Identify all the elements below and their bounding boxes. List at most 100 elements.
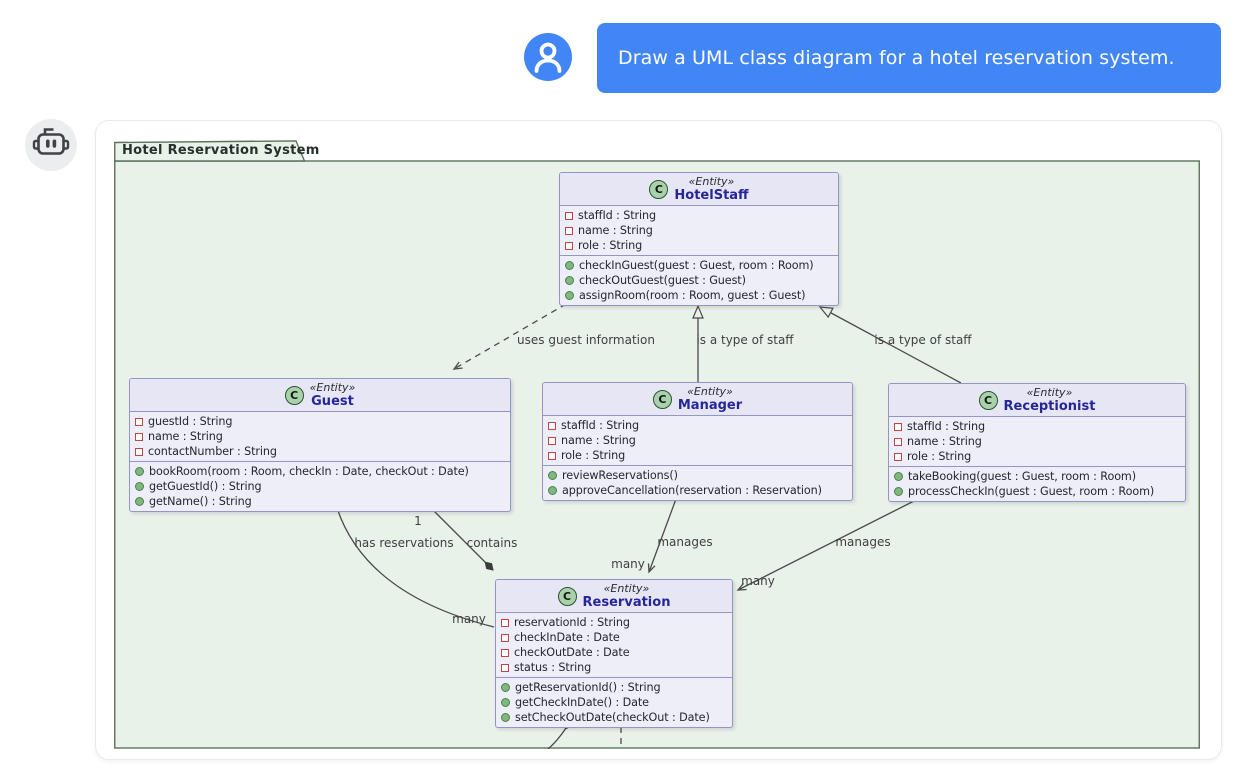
- class-box-reservation: C «Entity» Reservation reservationId : S…: [495, 579, 733, 728]
- class-stereotype: «Entity»: [1026, 386, 1073, 399]
- edge-label-manages-manager: manages: [657, 535, 713, 549]
- uml-frame: many Reservation --> many Reservation --…: [114, 140, 1200, 749]
- member-text: name : String: [578, 224, 653, 237]
- member-text: role : String: [578, 239, 643, 252]
- attribute-row: staffId : String: [560, 208, 838, 223]
- private-field-icon: [565, 211, 573, 220]
- method-row: setCheckOutDate(checkOut : Date): [496, 710, 732, 725]
- private-field-icon: [894, 452, 902, 461]
- attribute-row: name : String: [130, 429, 510, 444]
- attribute-row: staffId : String: [889, 419, 1185, 434]
- edge-receptionist-is-staff: [818, 306, 962, 384]
- member-text: contactNumber : String: [148, 445, 277, 458]
- member-text: status : String: [514, 661, 592, 674]
- class-box-receptionist: C «Entity» Receptionist staffId : String…: [888, 383, 1186, 502]
- class-name: Reservation: [582, 595, 671, 610]
- edge-multiplicity-one: 1: [414, 514, 422, 528]
- method-row: assignRoom(room : Room, guest : Guest): [560, 288, 838, 303]
- methods-section: bookRoom(room : Room, checkIn : Date, ch…: [130, 462, 510, 511]
- frame-tab: [114, 140, 306, 162]
- private-field-icon: [135, 447, 143, 456]
- member-text: reviewReservations(): [562, 469, 678, 482]
- class-name: HotelStaff: [674, 188, 749, 203]
- public-method-icon: [565, 276, 574, 285]
- methods-section: takeBooking(guest : Guest, room : Room) p…: [889, 467, 1185, 501]
- class-stereotype: «Entity»: [688, 175, 735, 188]
- edge-contains: [430, 507, 494, 571]
- class-circle-icon: C: [649, 179, 669, 199]
- attribute-row: reservationId : String: [496, 615, 732, 630]
- attribute-row: role : String: [889, 449, 1185, 464]
- class-header: C «Entity» HotelStaff: [560, 173, 838, 206]
- private-field-icon: [565, 241, 573, 250]
- member-text: getCheckInDate() : Date: [515, 696, 649, 709]
- public-method-icon: [548, 486, 557, 495]
- member-text: processCheckIn(guest : Guest, room : Roo…: [908, 485, 1155, 498]
- user-avatar: [524, 33, 572, 81]
- private-field-icon: [548, 421, 556, 430]
- method-row: bookRoom(room : Room, checkIn : Date, ch…: [130, 464, 510, 479]
- method-row: reviewReservations(): [543, 468, 852, 483]
- class-header: C «Entity» Guest: [130, 379, 510, 412]
- member-text: getReservationId() : String: [515, 681, 661, 694]
- member-text: setCheckOutDate(checkOut : Date): [515, 711, 710, 724]
- class-header: C «Entity» Manager: [543, 383, 852, 416]
- class-name: Manager: [677, 398, 743, 413]
- member-text: name : String: [907, 435, 982, 448]
- member-text: staffId : String: [907, 420, 986, 433]
- class-name: Receptionist: [1003, 399, 1096, 414]
- method-row: getName() : String: [130, 494, 510, 509]
- public-method-icon: [501, 683, 510, 692]
- method-row: takeBooking(guest : Guest, room : Room): [889, 469, 1185, 484]
- public-method-icon: [565, 261, 574, 270]
- assistant-response-card: many Reservation --> many Reservation --…: [95, 120, 1222, 760]
- method-row: getReservationId() : String: [496, 680, 732, 695]
- member-text: assignRoom(room : Room, guest : Guest): [579, 289, 806, 302]
- private-field-icon: [501, 663, 509, 672]
- methods-section: checkInGuest(guest : Guest, room : Room)…: [560, 256, 838, 305]
- class-stereotype: «Entity»: [687, 385, 733, 398]
- user-message-text: Draw a UML class diagram for a hotel res…: [618, 47, 1175, 69]
- member-text: reservationId : String: [514, 616, 630, 629]
- edge-has-reservations: [337, 508, 495, 628]
- attribute-row: name : String: [889, 434, 1185, 449]
- public-method-icon: [135, 482, 144, 491]
- class-header: C «Entity» Reservation: [496, 580, 732, 613]
- member-text: getGuestId() : String: [149, 480, 262, 493]
- edge-label-uses-guest-information: uses guest information: [517, 333, 655, 347]
- edge-receptionist-manages: [738, 498, 919, 590]
- private-field-icon: [565, 226, 573, 235]
- attribute-row: contactNumber : String: [130, 444, 510, 459]
- member-text: approveCancellation(reservation : Reserv…: [562, 484, 822, 497]
- public-method-icon: [135, 467, 144, 476]
- edge-label-is-a-type-of-staff-manager: is a type of staff: [696, 333, 794, 347]
- class-circle-icon: C: [652, 389, 672, 409]
- private-field-icon: [894, 422, 902, 431]
- member-text: takeBooking(guest : Guest, room : Room): [908, 470, 1136, 483]
- private-field-icon: [501, 648, 509, 657]
- methods-section: reviewReservations() approveCancellation(…: [543, 466, 852, 500]
- member-text: checkOutDate : Date: [514, 646, 630, 659]
- private-field-icon: [135, 417, 143, 426]
- member-text: getName() : String: [149, 495, 252, 508]
- attribute-row: status : String: [496, 660, 732, 675]
- frame-title: Hotel Reservation System: [122, 143, 320, 158]
- attribute-row: checkOutDate : Date: [496, 645, 732, 660]
- attribute-row: role : String: [543, 448, 852, 463]
- class-circle-icon: C: [284, 385, 304, 405]
- class-name: Guest: [311, 394, 354, 409]
- member-text: name : String: [561, 434, 636, 447]
- private-field-icon: [548, 451, 556, 460]
- public-method-icon: [548, 471, 557, 480]
- private-field-icon: [548, 436, 556, 445]
- member-text: name : String: [148, 430, 223, 443]
- private-field-icon: [894, 437, 902, 446]
- attribute-row: role : String: [560, 238, 838, 253]
- member-text: checkInGuest(guest : Guest, room : Room): [579, 259, 814, 272]
- public-method-icon: [501, 713, 510, 722]
- member-text: role : String: [561, 449, 626, 462]
